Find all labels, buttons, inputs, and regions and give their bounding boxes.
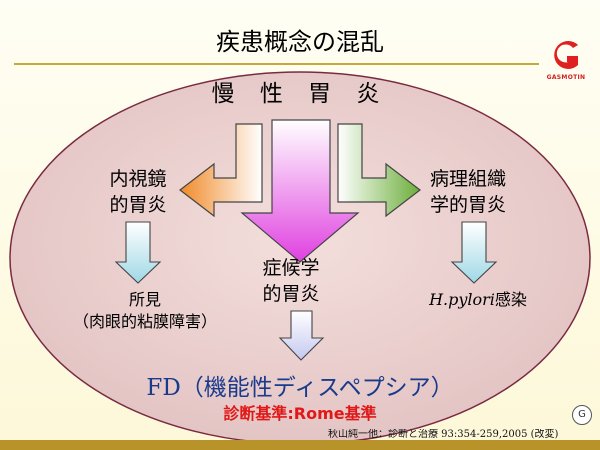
arrow-to-fd [278, 310, 325, 361]
finding-line2: （肉眼的粘膜障害） [72, 312, 217, 331]
arrow-to-endoscopic [179, 123, 263, 218]
arrow-to-finding [114, 221, 162, 284]
bottom-band [0, 440, 600, 450]
node-symptomatic-gastritis: 症候学 的胃炎 [246, 255, 336, 307]
title-divider [14, 63, 539, 65]
histologic-line1: 病理組織 [429, 168, 506, 190]
citation: 秋山純一他：診断と治療 93:354-259,2005 (改変) [328, 429, 559, 440]
node-endoscopic-gastritis: 内視鏡 的胃炎 [98, 166, 178, 218]
finding-line1: 所見 [128, 290, 161, 309]
diagnostic-criteria: 診断基準:Rome基準 [223, 404, 377, 423]
hp-rest-text: 感染 [494, 290, 527, 309]
logo-text: GASMOTIN [546, 74, 586, 81]
slide-badge: G [572, 405, 592, 425]
symptomatic-line2: 的胃炎 [262, 283, 320, 305]
page-title: 疾患概念の混乱 [216, 28, 384, 56]
hp-italic-text: H.pylori [429, 290, 495, 309]
node-functional-dyspepsia: FD（機能性ディスペプシア） [146, 375, 454, 401]
endoscopic-line1: 内視鏡 [109, 168, 167, 190]
gasmotin-logo-icon [554, 41, 578, 69]
arrow-to-hp [450, 221, 498, 284]
endoscopic-line2: 的胃炎 [109, 194, 167, 216]
arrow-to-symptomatic [240, 119, 360, 263]
node-chronic-gastritis: 慢 性 胃 炎 [211, 81, 389, 107]
histologic-line2: 学的胃炎 [429, 194, 506, 216]
arrow-to-histologic [337, 123, 421, 218]
symptomatic-line1: 症候学 [262, 257, 320, 279]
node-hp-infection: H.pylori感染 [408, 287, 548, 313]
node-endoscopic-finding: 所見 （肉眼的粘膜障害） [60, 289, 230, 333]
node-histologic-gastritis: 病理組織 学的胃炎 [420, 166, 516, 218]
